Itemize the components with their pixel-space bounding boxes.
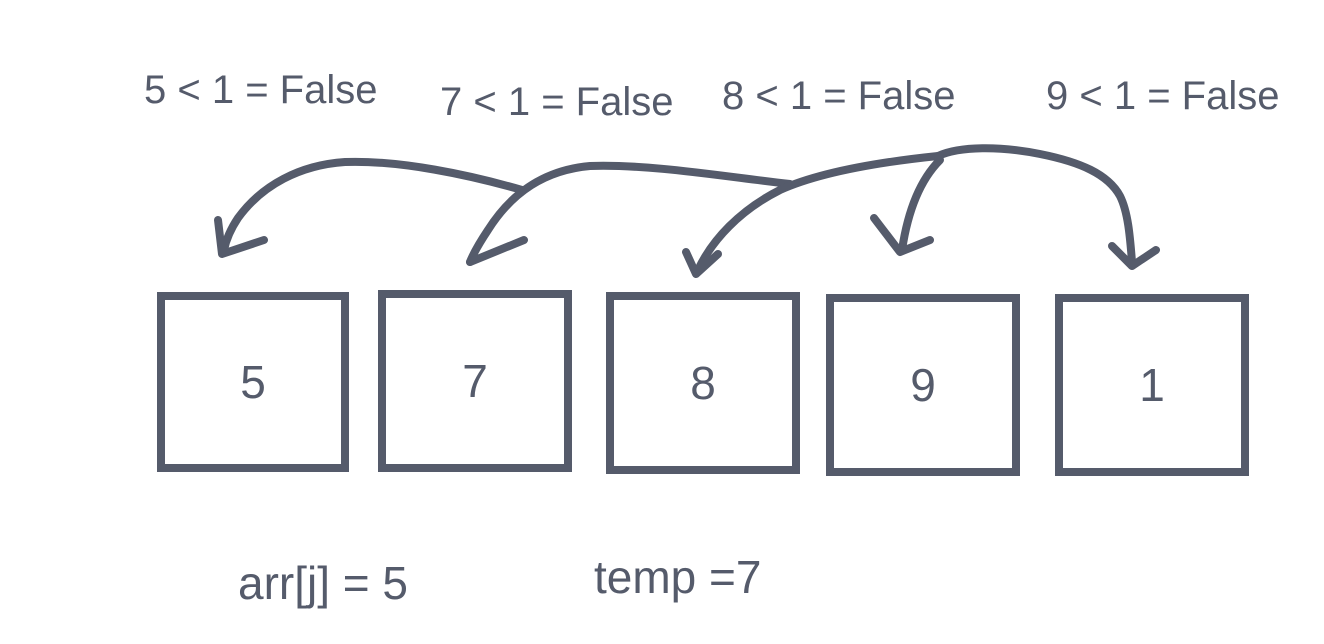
arr-j-label: arr[j] = 5 <box>238 557 409 609</box>
array-cell-2: 7 <box>378 290 572 472</box>
arrow-to-cell-2 <box>466 161 794 266</box>
arrowhead-cell-1 <box>214 216 268 258</box>
arrowhead-cell-4 <box>870 214 934 256</box>
array-cell-1: 5 <box>157 292 349 472</box>
temp-label: temp =7 <box>594 551 762 603</box>
arrowhead-cell-5 <box>1108 242 1160 270</box>
array-cell-value: 8 <box>690 357 716 409</box>
arrow-to-cell-3 <box>694 152 942 274</box>
arrow-to-cell-5 <box>934 144 1136 266</box>
comparison-label-3: 8 < 1 = False <box>722 74 956 118</box>
arrow-to-cell-1 <box>220 157 526 254</box>
arrow-to-cell-4 <box>898 156 944 254</box>
comparison-label-1: 5 < 1 = False <box>144 68 378 112</box>
array-cell-value: 9 <box>910 359 936 411</box>
array-cell-value: 7 <box>462 355 488 407</box>
comparison-label-2: 7 < 1 = False <box>440 80 674 124</box>
array-cell-3: 8 <box>606 292 800 474</box>
comparison-label-4: 9 < 1 = False <box>1046 74 1280 118</box>
arrowhead-cell-3 <box>682 248 722 278</box>
array-cell-4: 9 <box>826 294 1020 476</box>
array-cell-value: 5 <box>240 356 266 408</box>
array-cell-5: 1 <box>1055 294 1249 476</box>
array-cell-value: 1 <box>1139 359 1165 411</box>
arrowhead-cell-2 <box>466 236 528 266</box>
